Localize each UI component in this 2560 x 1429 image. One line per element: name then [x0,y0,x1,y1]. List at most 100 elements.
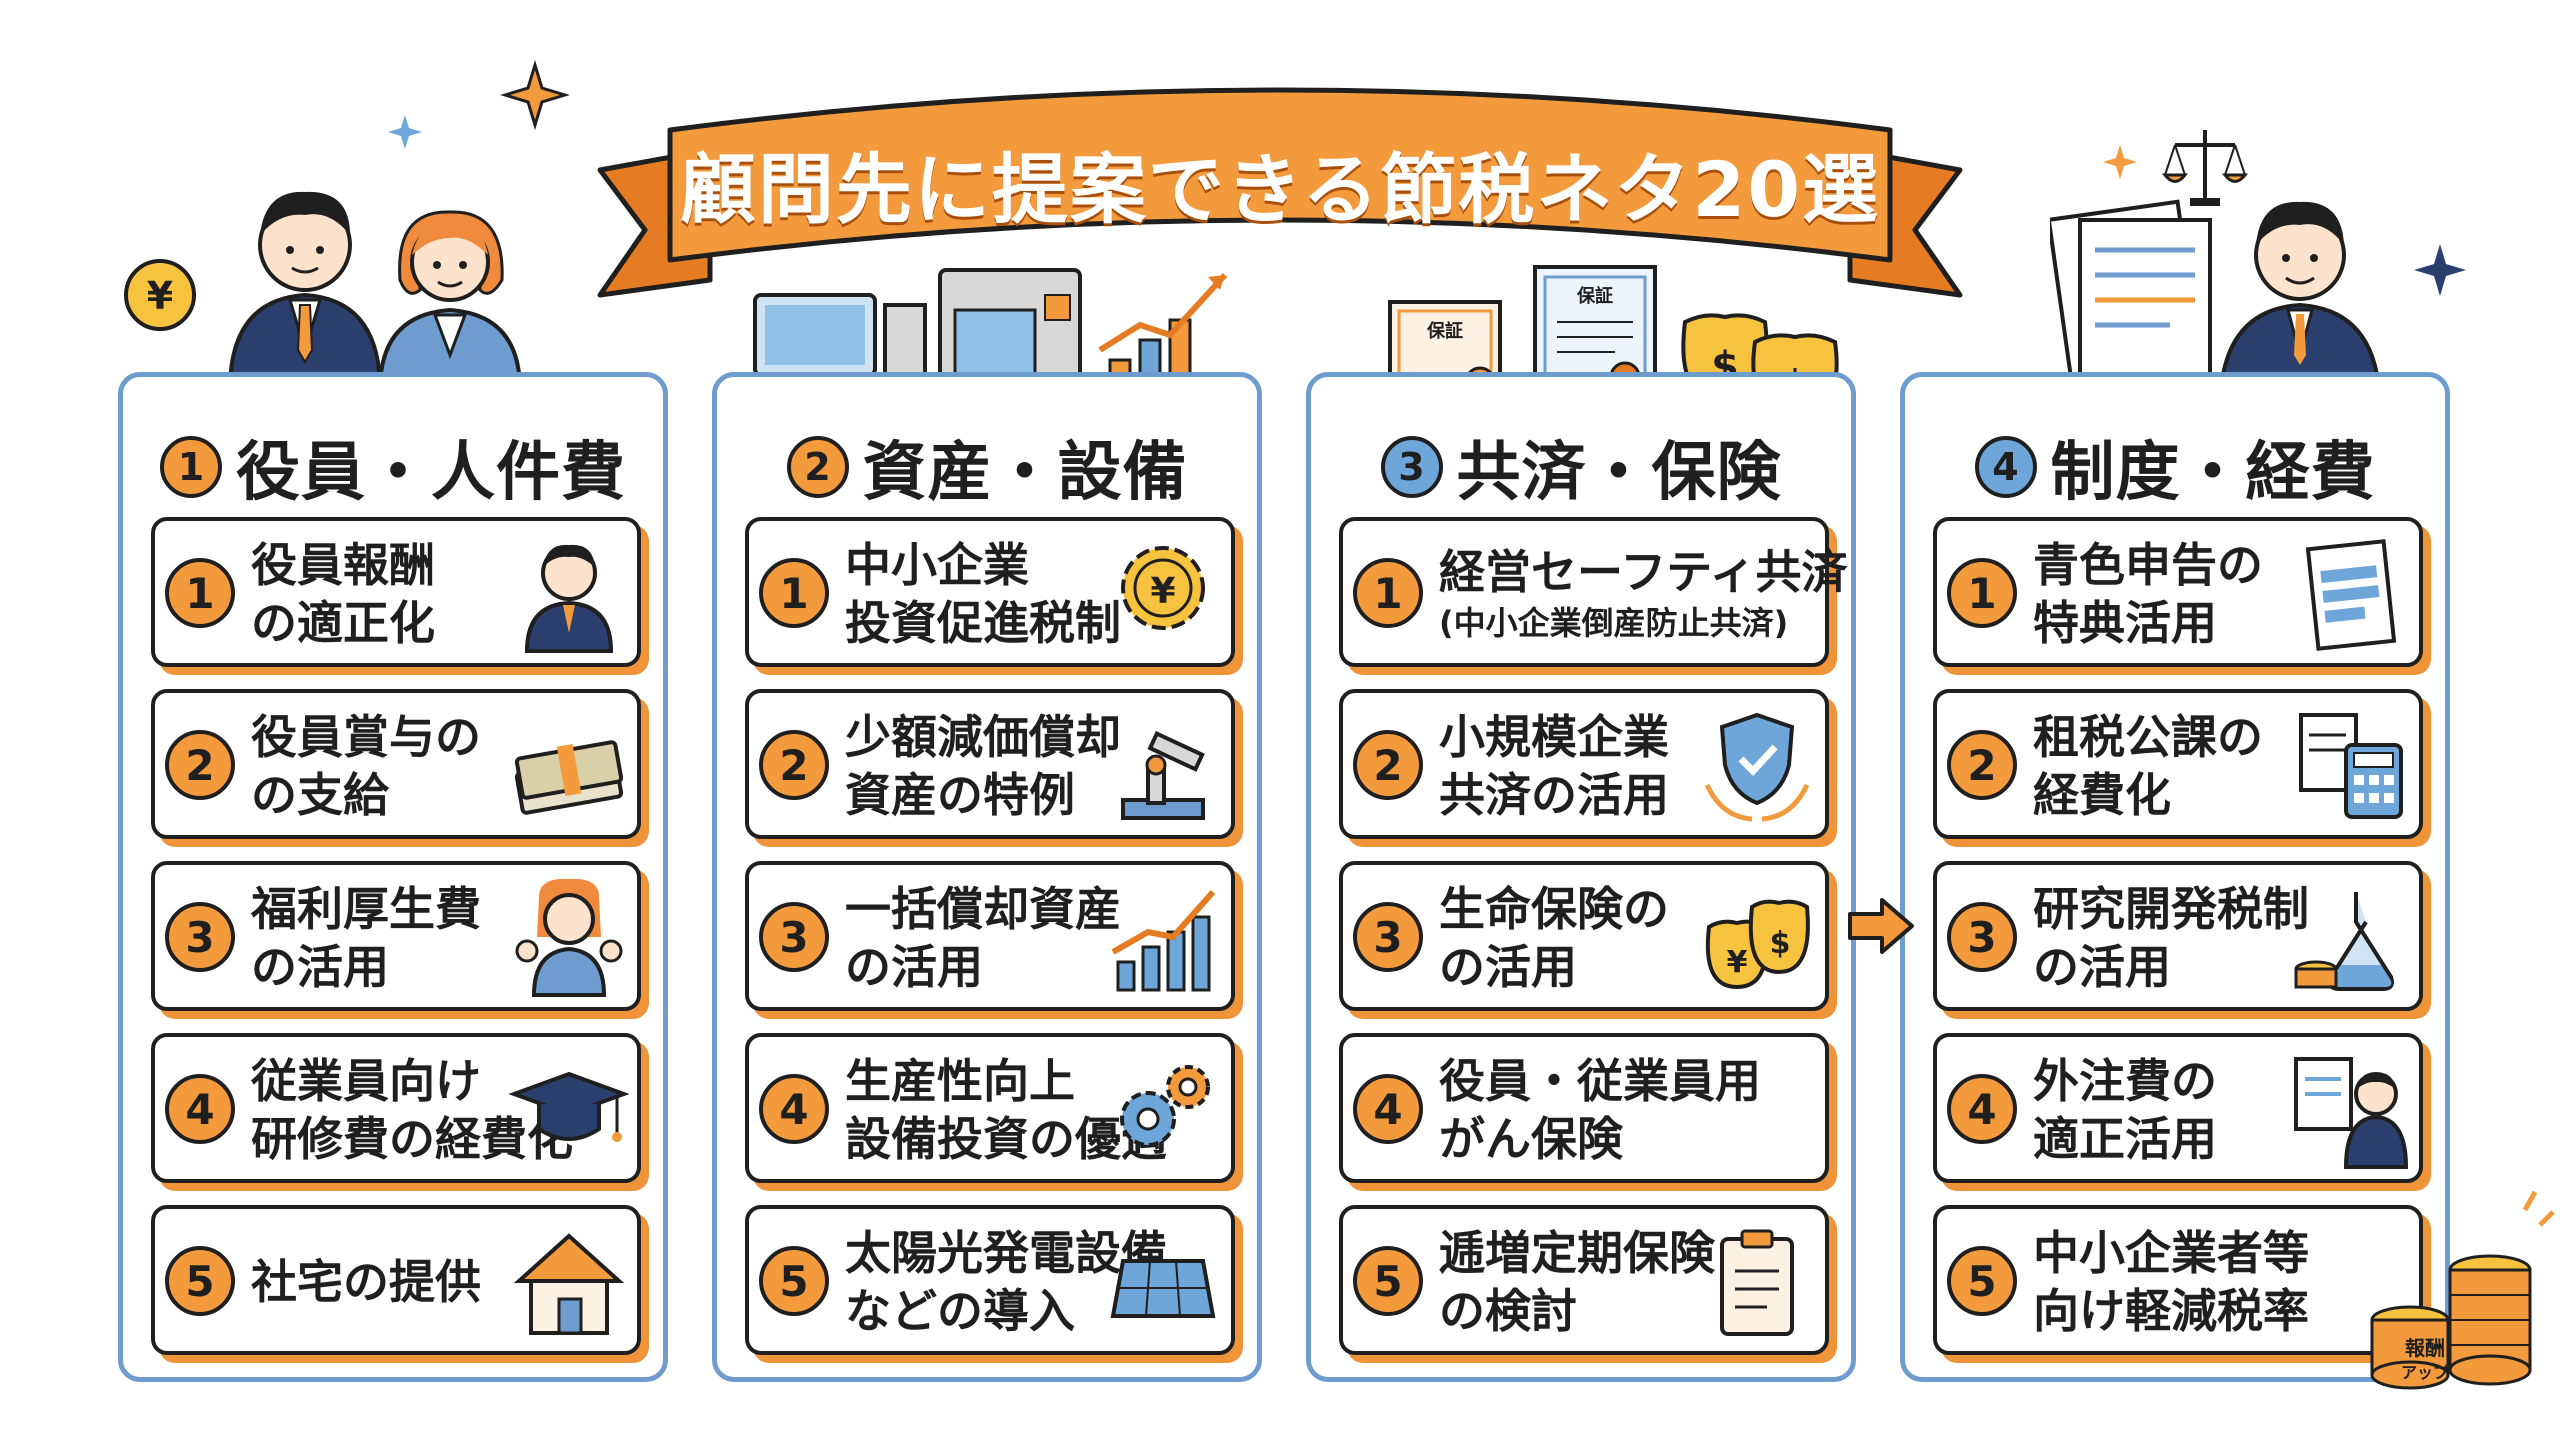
item-line2: の活用 [251,940,389,994]
item-number-badge: 4 [1353,1074,1423,1144]
reward-up-badge: 報酬 アップ [2370,1190,2555,1390]
consultant-icon [2294,1057,2409,1169]
category-number-badge: 2 [786,436,849,498]
item-line1: 中小企業 [845,538,1029,592]
house-icon [513,1233,625,1335]
robot-arm-icon [1121,730,1205,820]
svg-text:¥: ¥ [1150,571,1175,612]
svg-text:$: $ [1770,926,1791,961]
item-number-badge: 3 [165,902,235,972]
item-text: 逓増定期保険の検討 [1439,1223,1739,1341]
item-number-badge: 5 [165,1246,235,1316]
item-number-badge: 1 [165,558,235,628]
item-line1: 中小企業者等 [2033,1226,2309,1280]
item-line1: 少額減価償却 [845,710,1121,764]
document-icon [2305,539,2397,651]
tax-idea-card: 4 生産性向上設備投資の優遇 [745,1033,1235,1183]
item-text: 小規模企業共済の活用 [1439,707,1739,825]
item-line1: 生命保険の [1439,882,1669,936]
item-number-badge: 2 [165,730,235,800]
item-text: 中小企業者等向け軽減税率 [2033,1223,2333,1341]
item-text: 太陽光発電設備などの導入 [845,1223,1167,1341]
item-number-badge: 2 [1947,730,2017,800]
item-text: 青色申告の特典活用 [2033,535,2333,653]
scales-icon [2161,130,2249,206]
yen-coin-icon: ¥ [124,259,196,331]
category-number-badge: 3 [1380,436,1443,498]
item-line1: 経営セーフティ共済 [1439,545,1848,599]
certificate-label: 保証 [1576,285,1613,307]
item-text: 生命保険のの活用 [1439,879,1739,997]
equipment-illustration [753,268,1235,403]
item-text: 役員賞与のの支給 [251,707,551,825]
item-number-badge: 4 [759,1074,829,1144]
item-line1: 生産性向上 [845,1054,1075,1108]
item-number-badge: 3 [759,902,829,972]
item-number-badge: 1 [1947,558,2017,628]
item-line2: の活用 [2033,940,2171,994]
badge-line2: アップ [2401,1363,2450,1382]
item-line1: 一括償却資産 [845,882,1121,936]
item-line1: 小規模企業 [1439,710,1669,764]
item-number-badge: 5 [1353,1246,1423,1316]
item-text: 研究開発税制の活用 [2033,879,2333,997]
item-line1: 租税公課の [2033,710,2263,764]
item-line2: 研修費の経費化 [251,1112,573,1166]
category-title: 共済・保険 [1456,436,1782,510]
sparkle-icon [2414,244,2466,296]
item-number-badge: 5 [759,1246,829,1316]
flask-coins-icon [2294,892,2394,991]
growth-chart-icon [1111,890,1216,992]
item-line1: 太陽光発電設備 [845,1226,1167,1280]
item-line1: 研究開発税制 [2033,882,2309,936]
category-number-badge: 1 [160,436,222,498]
tax-idea-card: 2 少額減価償却資産の特例 [745,689,1235,839]
page-title: 顧問先に提案できる節税ネタ20選 [679,145,1881,234]
item-line2: 共済の活用 [1439,768,1669,822]
certificate-label: 保証 [1426,320,1463,342]
item-number-badge: 3 [1947,902,2017,972]
arrow-right-icon [1848,898,1914,954]
sparkle-icon [2103,145,2137,179]
item-line1: 役員・従業員用 [1439,1054,1761,1108]
calculator-icon [2299,713,2403,819]
sparkle-icon [388,115,422,149]
item-number-badge: 1 [1353,558,1423,628]
item-line1: 役員賞与の [251,710,481,764]
coin-symbol: ¥ [147,274,173,318]
badge-line1: 報酬 [2405,1336,2445,1360]
item-line2: などの導入 [845,1284,1075,1338]
item-text: 従業員向け研修費の経費化 [251,1051,573,1169]
item-line2: の支給 [251,768,389,822]
item-number-badge: 2 [759,730,829,800]
item-line2: の活用 [1439,940,1577,994]
item-line2: 設備投資の優遇 [845,1112,1167,1166]
item-text: 経営セーフティ共済(中小企業倒産防止共済) [1439,535,1848,653]
cheering-woman-icon [515,878,623,997]
item-line1: 外注費の [2033,1054,2217,1108]
solar-panel-icon [1110,1259,1216,1318]
item-number-badge: 4 [1947,1074,2017,1144]
item-line2: 資産の特例 [845,768,1075,822]
item-text: 福利厚生費の活用 [251,879,551,997]
item-line2: の検討 [1439,1284,1577,1338]
